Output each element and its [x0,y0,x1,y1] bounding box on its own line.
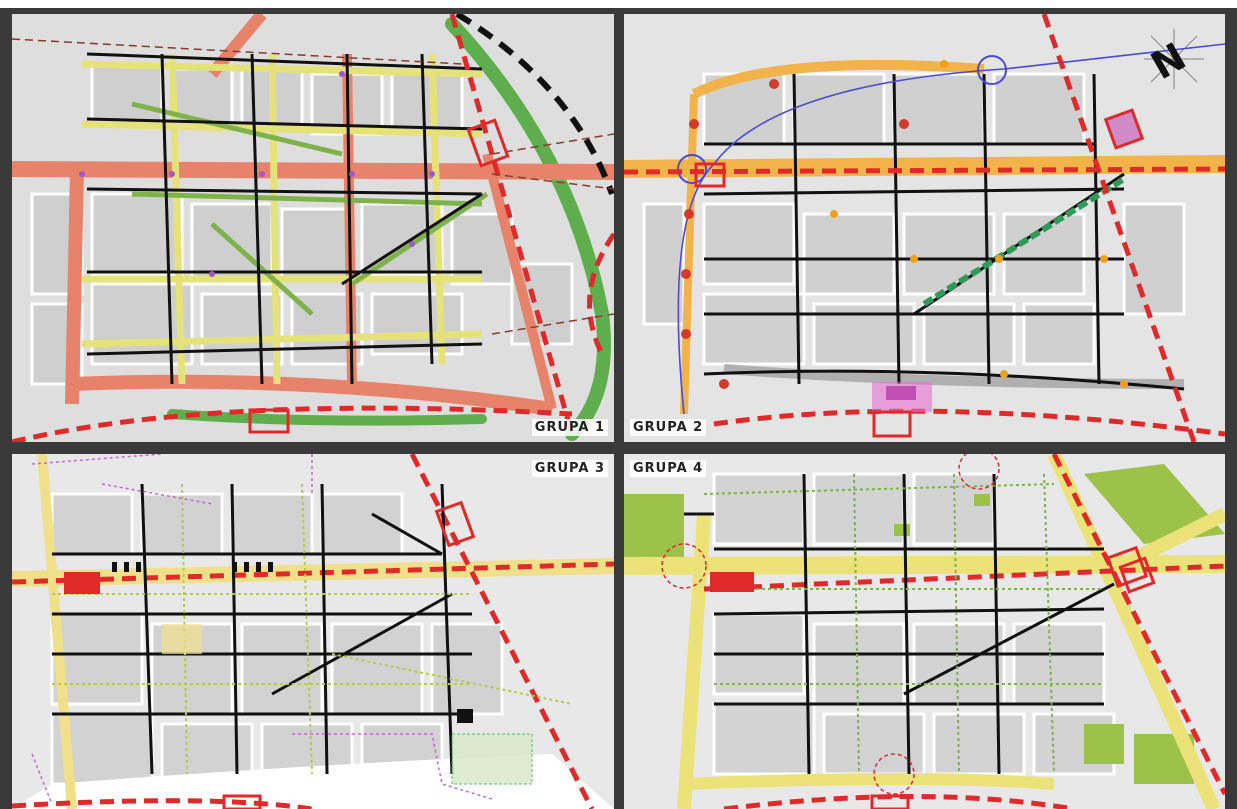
compass-letter: N [1144,34,1194,88]
map-grupa-1 [12,14,614,442]
map-grupa-3 [12,454,614,809]
panel-label-grupa-3: GRUPA 3 [531,460,608,477]
map-panel-grupa-1: GRUPA 1 [12,14,614,442]
panel-label-grupa-4: GRUPA 4 [630,460,707,477]
panel-label-grupa-2: GRUPA 2 [630,419,707,436]
map-panel-grupa-3: GRUPA 3 [12,454,614,809]
map-grupa-2 [624,14,1225,442]
border-right [1225,8,1237,809]
border-top [0,8,1237,14]
map-panel-grupa-2: GRUPA 2 N [624,14,1225,442]
border-left [0,8,12,809]
panel-label-grupa-1: GRUPA 1 [531,419,608,436]
divider-vertical [614,8,624,809]
north-arrow-icon: N [1139,24,1209,94]
divider-horizontal [0,442,1237,454]
map-panel-grupa-4: GRUPA 4 [624,454,1225,809]
map-grupa-4 [624,454,1225,809]
